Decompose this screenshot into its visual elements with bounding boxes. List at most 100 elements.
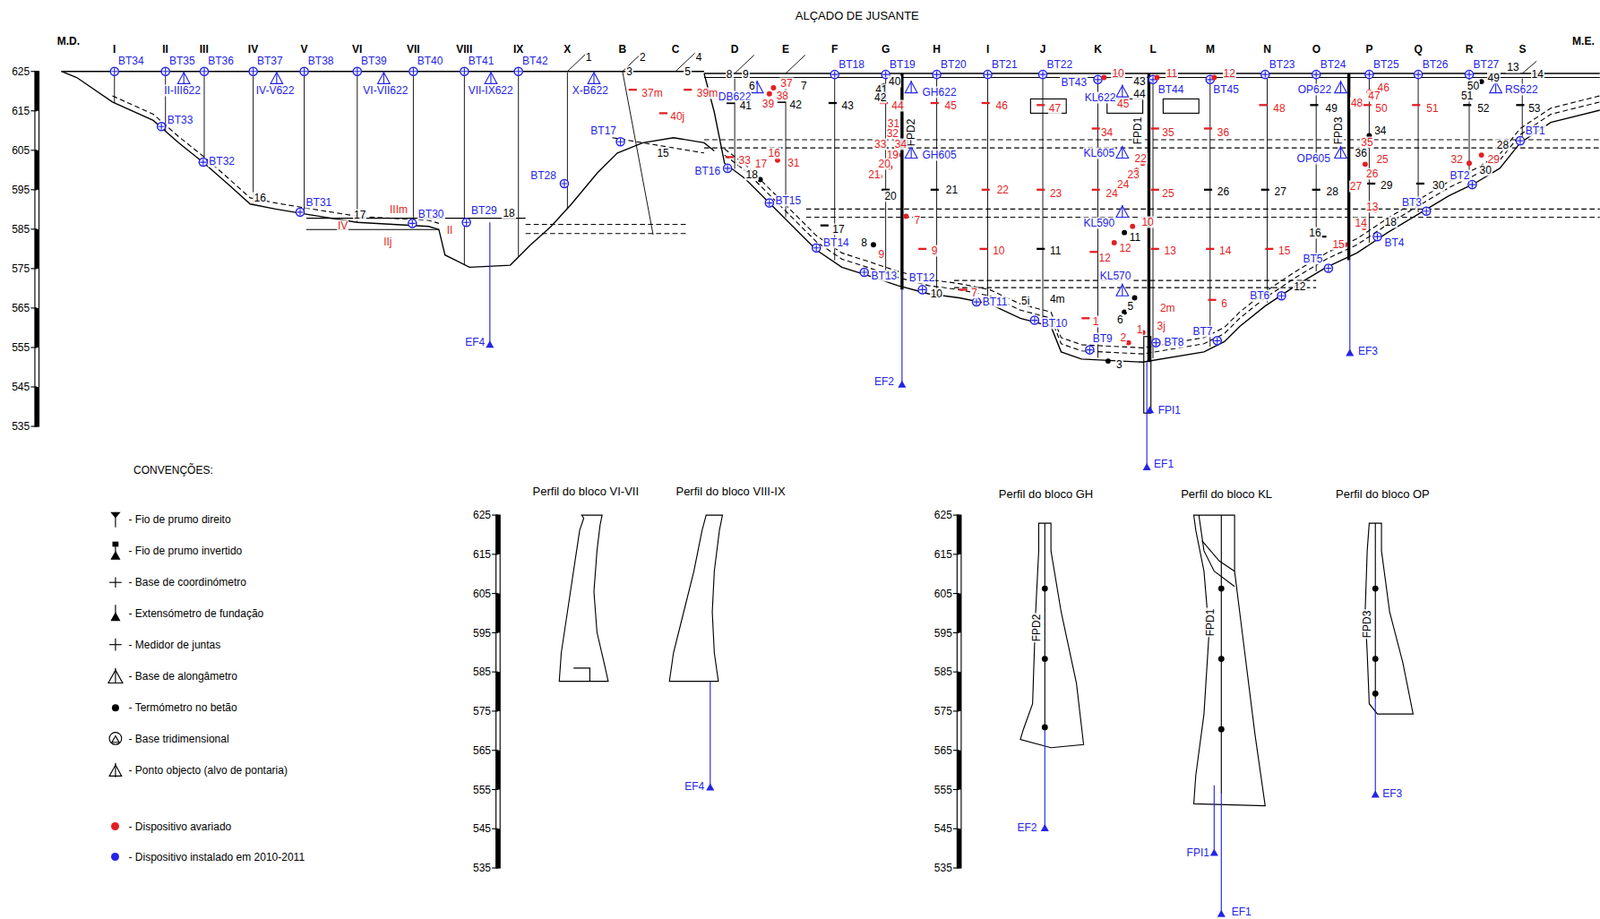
tridimensional-base <box>1422 206 1431 216</box>
tridimensional-base <box>1324 264 1333 273</box>
extensometer-line <box>1221 793 1222 912</box>
instrument-label: 51 <box>1425 102 1439 114</box>
callout-number: FPD3 <box>1361 610 1374 640</box>
thermometer-dot <box>1121 230 1127 236</box>
callout-number: 47 <box>1367 90 1381 103</box>
callout-number: 5 <box>683 65 692 78</box>
joint-meter <box>1204 189 1213 191</box>
joint-meter <box>1207 299 1216 302</box>
instrument-marker <box>1210 848 1219 856</box>
instrument-marker <box>1367 182 1376 184</box>
instrument-marker <box>981 189 990 190</box>
instrument-marker <box>1363 104 1372 106</box>
tridimensional-base <box>300 67 309 76</box>
instrument-label: 13 <box>1162 245 1177 258</box>
scale-bar <box>34 387 40 427</box>
instrument-label: 1 <box>1092 315 1101 327</box>
instrument-marker <box>1116 146 1129 159</box>
tridimensional-base <box>409 220 416 227</box>
joint-line <box>936 78 938 293</box>
tridimensional-base <box>1468 180 1477 190</box>
instrument-label: BT13 <box>870 269 899 282</box>
joint-meter <box>1089 250 1098 253</box>
instrument-label: 10 <box>1140 216 1154 229</box>
tridimensional-base <box>1085 345 1094 354</box>
instrument-label: 34 <box>1373 124 1387 137</box>
instrument-marker <box>1312 70 1321 79</box>
extensometer-line <box>709 681 711 787</box>
callout-number: 33 <box>873 137 887 150</box>
scale-tick <box>30 346 37 348</box>
callout-number: 1 <box>584 51 594 63</box>
callout-number: 595 <box>933 627 954 639</box>
tridimensional-base <box>161 67 170 76</box>
joint-meter <box>1363 103 1372 106</box>
legend-symbol <box>111 612 120 620</box>
instrument-label: BT11 <box>981 296 1009 309</box>
instrument-label: BT14 <box>822 237 851 250</box>
scale-bar <box>496 515 501 555</box>
tridimensional-base <box>984 71 991 78</box>
tridimensional-base <box>1415 71 1422 78</box>
callout-number: VI <box>351 43 363 55</box>
callout-number: 4 <box>695 51 704 63</box>
instrument-label: 49 <box>1487 71 1501 84</box>
callout-number: 7 <box>800 79 809 92</box>
instrument-label: BT15 <box>774 195 803 207</box>
joint-line <box>356 72 358 223</box>
tridimensional-base <box>515 68 522 75</box>
instrument-label: EF2 <box>1015 821 1038 834</box>
instrument-marker <box>1334 146 1348 159</box>
instrument-label: GH605 <box>921 149 958 162</box>
callout-number: 34 <box>894 137 908 150</box>
instrument-label: BT10 <box>1040 318 1069 330</box>
callout-number: 16 <box>252 191 267 204</box>
legend-swatch <box>111 822 120 831</box>
tridimensional-base <box>514 67 523 76</box>
callout-number: Q <box>1413 43 1424 55</box>
instrument-label: BT2 <box>1448 169 1471 181</box>
instrument-marker <box>1207 299 1216 301</box>
instrument-marker <box>1151 189 1160 190</box>
scale-tick <box>953 593 960 594</box>
tridimensional-base <box>1469 181 1476 189</box>
tridimensional-base <box>765 198 774 207</box>
callout-number: 18 <box>501 207 516 220</box>
foundation-line <box>704 73 1600 362</box>
instrument-label: 22 <box>1133 152 1147 164</box>
thermometer-dot <box>1101 75 1107 81</box>
callout-number: 43 <box>1132 76 1146 88</box>
callout-number: B <box>617 43 628 55</box>
tridimensional-base <box>1312 70 1321 79</box>
tridimensional-base <box>831 71 838 78</box>
instrument-label: KL570 <box>1099 269 1133 282</box>
callout-number: 555 <box>10 342 31 354</box>
instrument-marker <box>705 783 714 792</box>
scale-tick <box>30 307 37 309</box>
instrument-marker <box>1093 75 1102 84</box>
scale-tick <box>953 710 960 712</box>
instrument-label: BT32 <box>207 154 236 167</box>
instrument-marker <box>1111 240 1118 246</box>
target-point <box>183 71 185 85</box>
tridimensional-base <box>765 199 773 207</box>
callout-number: 585 <box>933 666 954 679</box>
tridimensional-base <box>617 138 624 146</box>
instrument-marker <box>1040 824 1050 832</box>
callout-number: IV <box>336 219 349 232</box>
instrument-marker <box>659 112 668 114</box>
instrument-marker <box>1092 189 1101 190</box>
scale-bar <box>496 671 501 712</box>
instrument-label: VII-IX622 <box>467 85 515 97</box>
thermometer-dot <box>1105 358 1111 364</box>
scale-bar <box>956 750 962 791</box>
instrument-label: BT24 <box>1319 58 1348 70</box>
tridimensional-base <box>723 163 732 173</box>
block-profile <box>559 515 609 682</box>
instrument-marker <box>1411 104 1420 106</box>
instrument-marker <box>972 298 981 307</box>
instrument-marker <box>199 67 208 76</box>
tridimensional-base <box>724 164 732 172</box>
instrument-label: 33 <box>738 154 752 166</box>
joint-meter <box>628 88 637 91</box>
